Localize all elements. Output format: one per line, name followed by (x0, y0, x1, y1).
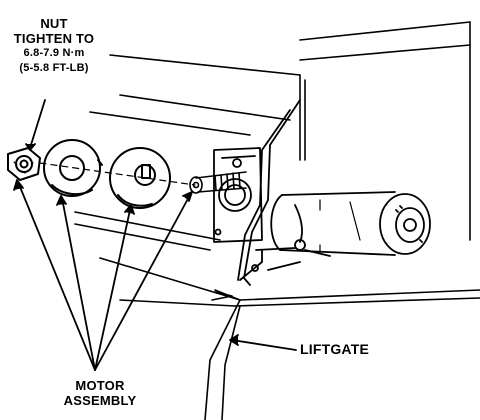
nut-title: NUT (40, 16, 68, 31)
liftgate-leader (229, 334, 297, 351)
assembly-centerline (39, 162, 196, 186)
motor-cylinder (270, 191, 431, 256)
motor-housing (213, 147, 263, 243)
motor-label-line1: MOTOR (75, 378, 125, 393)
nut-torque-imperial: (5-5.8 FT-LB) (19, 62, 89, 74)
motor-label-line2: ASSEMBLY (63, 393, 137, 408)
motor-assembly-leaders (13, 179, 193, 371)
nut-leader (25, 99, 46, 151)
mounting-bracket (237, 99, 331, 286)
keyed-washer (109, 147, 171, 209)
nut-callout-label: NUT TIGHTEN TO 6.8-7.9 N·m (5-5.8 FT-LB) (0, 16, 108, 76)
liftgate-callout-label: LIFTGATE (300, 341, 369, 357)
motor-assembly-callout-label: MOTOR ASSEMBLY (40, 378, 160, 408)
nut-instruction: TIGHTEN TO (13, 31, 95, 46)
nut (7, 147, 41, 181)
nut-torque-metric: 6.8-7.9 N·m (23, 47, 85, 59)
liftgate-panel (74, 21, 480, 420)
drive-shaft (189, 171, 247, 194)
spacer-ring (43, 139, 103, 197)
